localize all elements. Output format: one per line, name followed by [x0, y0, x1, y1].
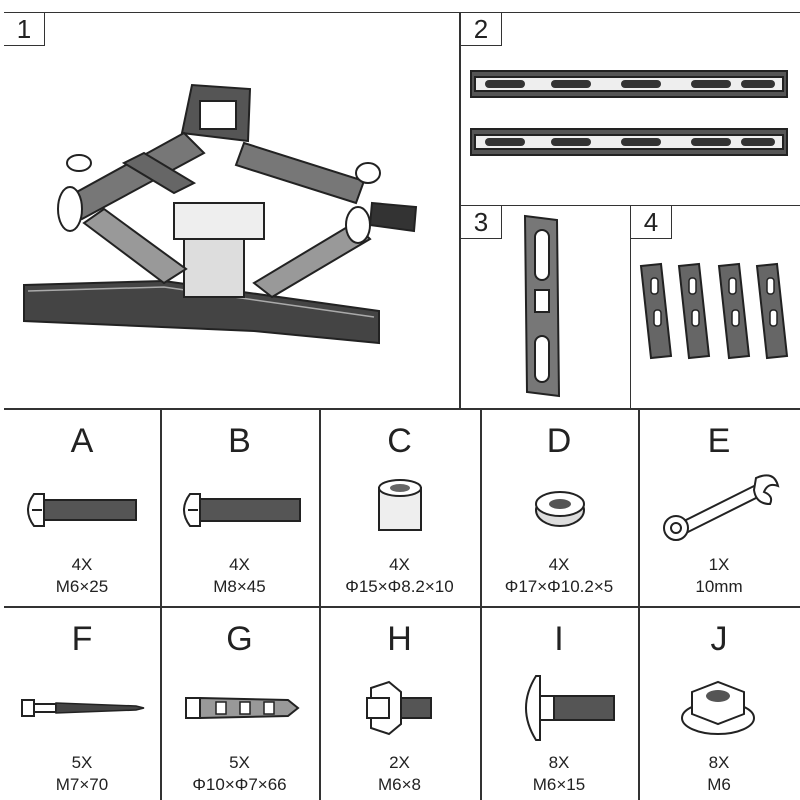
part-spec: M6 [707, 775, 731, 794]
spacer-strips-icon [639, 262, 789, 360]
part-quantity: 1X [708, 555, 730, 574]
washer-spacer-icon [535, 491, 585, 527]
part-letter: G [226, 620, 253, 658]
part-spec: M7×70 [55, 775, 109, 794]
machine-screw-icon [183, 493, 301, 527]
vertical-bracket-icon [523, 214, 561, 398]
section-4-number: 4 [631, 206, 672, 239]
part-letter: H [387, 620, 412, 658]
part-letter: E [707, 422, 731, 460]
part-letter: D [546, 422, 572, 460]
section-2-panel: 2 [460, 12, 800, 206]
machine-screw-icon [27, 493, 137, 527]
part-spec: M6×25 [55, 577, 109, 596]
lag-bolt-icon [21, 699, 145, 717]
part-spec: M8×45 [213, 577, 266, 596]
section-4-panel: 4 [630, 205, 800, 410]
part-letter: J [710, 620, 728, 658]
part-spec: Φ17×Φ10.2×5 [504, 577, 614, 596]
part-e: E 1X 10mm [638, 408, 800, 606]
part-h: H 2X M6×8 [319, 606, 480, 800]
part-quantity: 4X [71, 555, 93, 574]
part-letter: A [70, 422, 94, 460]
hex-flange-bolt-icon [366, 680, 432, 736]
spacer-icon [378, 479, 422, 531]
part-a: A 4X M6×25 [4, 408, 160, 606]
part-spec: M6×8 [378, 775, 421, 794]
part-quantity: 4X [229, 555, 250, 574]
carriage-bolt-icon [525, 675, 615, 741]
section-1-number: 1 [4, 13, 45, 46]
hex-nut-icon [681, 680, 755, 735]
part-spec: M6×15 [532, 775, 586, 794]
part-spec: Φ10×Φ7×66 [192, 775, 287, 794]
part-g: G 5X Φ10×Φ7×66 [160, 606, 319, 800]
part-d: D 4X Φ17×Φ10.2×5 [480, 408, 638, 606]
parts-grid: A 4X M6×25 B 4X M8×45 C 4X Φ15×Φ8.2×10 D [4, 408, 800, 800]
part-c: C 4X Φ15×Φ8.2×10 [319, 408, 480, 606]
part-f: F 5X M7×70 [4, 606, 160, 800]
section-3-number: 3 [461, 206, 502, 239]
part-letter: I [554, 620, 564, 658]
part-j: J 8X M6 [638, 606, 800, 800]
section-2-number: 2 [461, 13, 502, 46]
part-quantity: 5X [71, 753, 93, 772]
part-quantity: 4X [389, 555, 410, 574]
part-i: I 8X M6×15 [480, 606, 638, 800]
part-quantity: 8X [708, 753, 730, 772]
part-quantity: 5X [229, 753, 250, 772]
wrench-icon [663, 474, 780, 541]
part-quantity: 2X [389, 753, 410, 772]
part-spec: 10mm [695, 577, 743, 596]
wall-anchor-icon [185, 696, 300, 720]
part-quantity: 8X [548, 753, 570, 772]
section-1-panel: 1 [4, 12, 460, 410]
part-quantity: 4X [548, 555, 570, 574]
tv-mount-arm-assembly-icon [23, 83, 418, 345]
part-b: B 4X M8×45 [160, 408, 319, 606]
part-letter: B [228, 422, 251, 460]
part-letter: F [71, 620, 93, 658]
part-letter: C [387, 422, 412, 460]
wall-rails-icon [470, 70, 788, 156]
section-3-panel: 3 [460, 205, 631, 410]
part-spec: Φ15×Φ8.2×10 [345, 577, 454, 596]
